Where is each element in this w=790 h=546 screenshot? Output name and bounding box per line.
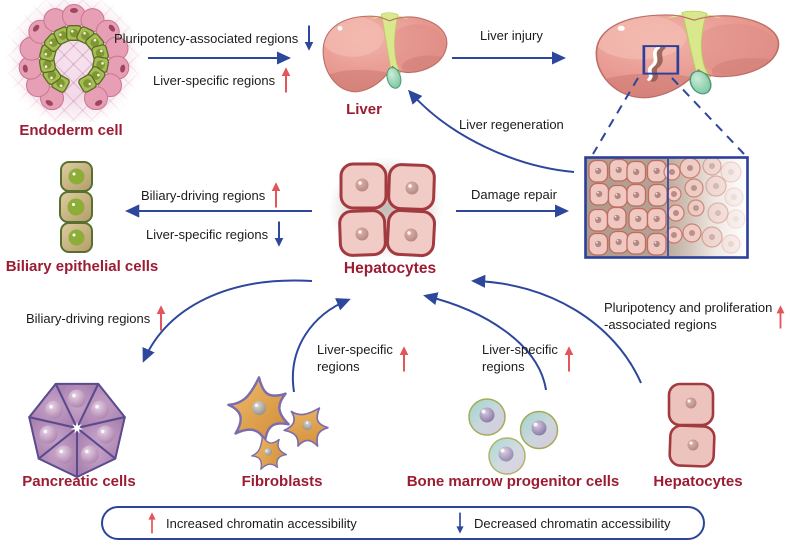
injury-crack-shadow — [650, 45, 666, 82]
annotation-line1: Liver-specific — [482, 342, 558, 357]
arrow-hepatocytes2-to-hepatocytes — [471, 274, 642, 384]
annotation-biliary-driving-2: Biliary-driving regions — [26, 304, 167, 332]
pancreatic-rosette — [28, 382, 126, 478]
hepatocyte-cells — [338, 162, 437, 258]
annotation-liver-specific-bonemarrow: Liver-specific regions — [482, 342, 575, 376]
label-pancreatic-cells: Pancreatic cells — [22, 473, 136, 490]
label-liver: Liver — [346, 101, 382, 118]
legend-increased-text: Increased chromatin accessibility — [166, 515, 357, 531]
annotation-line2: regions — [317, 358, 360, 374]
arrow-bonemarrow-to-hepatocytes — [423, 292, 547, 391]
annotation-text: Liver regeneration — [459, 117, 564, 132]
injured-liver-illustration — [580, 6, 786, 110]
injury-highlight-box — [642, 45, 680, 75]
up-arrow-icon — [147, 511, 157, 535]
up-arrow-icon — [270, 181, 282, 209]
arrow-fibroblasts-to-hepatocytes — [291, 298, 351, 393]
annotation-text: Liver injury — [480, 28, 543, 43]
annotation-text: Liver-specific regions — [317, 342, 393, 376]
down-arrow-icon — [303, 24, 315, 52]
up-arrow-icon — [280, 66, 292, 94]
hepatocytes-pair-illustration — [667, 382, 716, 468]
endoderm-cell-illustration — [0, 0, 150, 122]
biliary-cells-illustration — [59, 161, 93, 253]
annotation-liver-specific-1: Liver-specific regions — [153, 66, 292, 94]
annotation-liver-regeneration: Liver regeneration — [459, 117, 564, 132]
legend-decreased-text: Decreased chromatin accessibility — [474, 515, 671, 531]
label-hepatocytes: Hepatocytes — [343, 260, 437, 277]
pancreatic-cells-illustration — [28, 382, 126, 478]
up-arrow-icon — [563, 345, 575, 373]
bone-marrow-cells — [468, 398, 559, 475]
bone-marrow-cells-illustration — [468, 398, 559, 475]
injury-crack — [647, 46, 661, 81]
endoderm-ring — [18, 4, 130, 111]
annotation-biliary-driving-1: Biliary-driving regions — [141, 181, 282, 209]
annotation-pluripotency-associated: Pluripotency-associated regions — [114, 24, 315, 52]
annotation-liver-specific-fibroblasts: Liver-specific regions — [317, 342, 410, 376]
legend-decreased: Decreased chromatin accessibility — [455, 508, 671, 538]
label-bone-marrow-progenitor-cells: Bone marrow progenitor cells — [406, 473, 620, 490]
arrow-liver-regeneration — [408, 89, 575, 173]
up-arrow-icon — [398, 345, 410, 373]
annotation-text: Liver-specific regions — [153, 72, 276, 88]
biliary-cells — [59, 161, 93, 253]
legend-box: Increased chromatin accessibility Decrea… — [101, 506, 705, 540]
down-arrow-icon — [273, 220, 285, 248]
annotation-line1: Liver-specific — [317, 342, 393, 357]
tissue-box-border — [584, 156, 749, 259]
tissue-zoom-box-illustration — [584, 156, 749, 259]
annotation-text: Biliary-driving regions — [26, 310, 151, 326]
annotation-text: Damage repair — [471, 187, 557, 202]
up-arrow-icon — [776, 304, 786, 330]
label-endoderm-cell: Endoderm cell — [19, 122, 123, 139]
annotation-text: Pluripotency-associated regions — [114, 30, 299, 46]
annotation-liver-specific-2: Liver-specific regions — [146, 220, 285, 248]
zoom-dashed-line-left — [592, 77, 639, 155]
annotation-text: Liver-specific regions — [482, 342, 558, 376]
label-hepatocytes-2: Hepatocytes — [653, 473, 743, 490]
down-arrow-icon — [455, 511, 465, 535]
annotation-liver-injury: Liver injury — [480, 28, 543, 43]
annotation-line2: regions — [482, 358, 525, 374]
hepatocytes-cluster-illustration — [329, 157, 443, 259]
legend-increased: Increased chromatin accessibility — [147, 508, 357, 538]
annotation-text: Biliary-driving regions — [141, 187, 266, 203]
annotation-pluripotency-proliferation: Pluripotency and proliferation -associat… — [604, 300, 786, 334]
hepatocyte-pair-cells — [667, 382, 716, 468]
annotation-damage-repair: Damage repair — [471, 187, 557, 202]
up-arrow-icon — [155, 304, 167, 332]
annotation-text: Liver-specific regions — [146, 226, 269, 242]
annotation-line2: -associated regions — [604, 316, 717, 332]
label-biliary-epithelial-cells: Biliary epithelial cells — [5, 258, 159, 275]
label-fibroblasts: Fibroblasts — [241, 473, 323, 490]
zoom-dashed-line-right — [671, 77, 745, 155]
tissue-cells — [588, 156, 746, 256]
annotation-line1: Pluripotency and proliferation — [604, 300, 773, 315]
arrow-hepatocytes-to-pancreatic — [142, 279, 313, 363]
annotation-text: Pluripotency and proliferation -associat… — [604, 300, 772, 334]
